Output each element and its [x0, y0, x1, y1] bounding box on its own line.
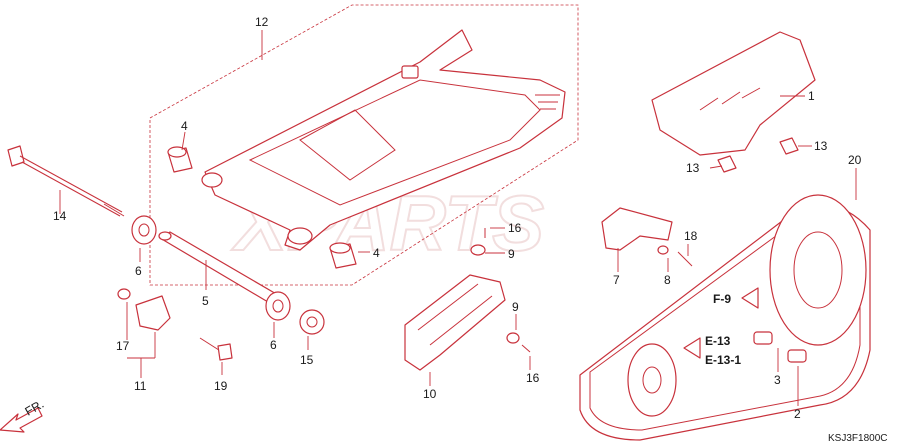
driven-sprocket: [769, 194, 867, 346]
callout-20: 20: [848, 153, 862, 167]
ref-e13-1: E-13-1: [705, 353, 741, 367]
callout-6-left: 6: [135, 264, 142, 278]
bolt-19: [199, 337, 233, 361]
callout-13-right: 13: [814, 139, 828, 153]
callout-3: 3: [774, 373, 781, 387]
pivot-bolt: [7, 145, 125, 217]
callout-11: 11: [134, 379, 147, 393]
ref-e13: E-13: [705, 334, 731, 348]
callout-4-upper: 4: [181, 119, 188, 133]
bearing-left: [131, 215, 157, 245]
callout-17: 17: [116, 339, 130, 353]
callout-9-upper: 9: [508, 247, 515, 261]
callout-8: 8: [664, 273, 671, 287]
callout-4-lower: 4: [373, 246, 380, 260]
nut-15: [299, 309, 325, 335]
callout-16-lower: 16: [526, 371, 540, 385]
callout-19: 19: [214, 379, 228, 393]
bearing-right: [265, 291, 291, 321]
callout-12: 12: [255, 15, 269, 29]
callout-1: 1: [808, 89, 815, 103]
chain-guide: [601, 207, 693, 267]
drive-chain: [579, 194, 871, 441]
callout-9-lower: 9: [512, 300, 519, 314]
callout-13-left: 13: [686, 161, 700, 175]
drawing-code: KSJ3F1800C: [828, 433, 887, 444]
front-direction-arrow: FR.: [0, 397, 46, 433]
callout-15: 15: [300, 353, 314, 367]
callout-10: 10: [423, 387, 437, 401]
callout-6-right: 6: [270, 338, 277, 352]
pivot-collar: [131, 215, 325, 335]
chain-slider: [404, 228, 531, 371]
callout-5: 5: [202, 294, 209, 308]
swingarm-group: [149, 4, 579, 286]
drive-sprocket: [627, 343, 677, 417]
callout-7: 7: [613, 273, 620, 287]
leader-lines: [59, 30, 857, 406]
callout-labels: 12 4 4 14 6 5 6 15 17 11 19 10 16 9 9 16…: [53, 15, 862, 421]
callout-2: 2: [794, 407, 801, 421]
reference-codes: F-9 E-13 E-13-1: [705, 292, 741, 367]
adjuster-plate: [117, 288, 171, 331]
chain-case: [651, 31, 816, 173]
callout-16-upper: 16: [508, 221, 522, 235]
callout-18: 18: [684, 229, 698, 243]
ref-f9: F-9: [713, 292, 731, 306]
callout-14: 14: [53, 209, 67, 223]
